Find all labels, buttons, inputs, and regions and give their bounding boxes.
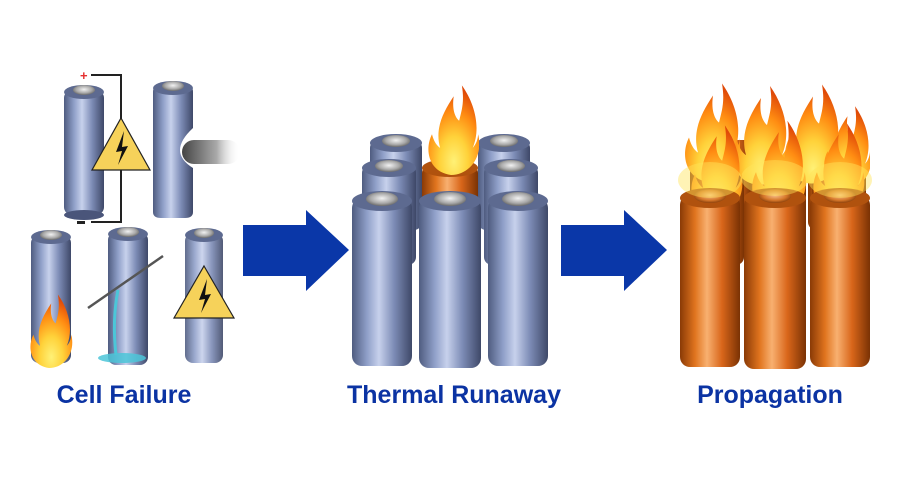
battery-cell-nail <box>87 227 164 365</box>
arrow-right-icon <box>561 210 667 291</box>
flame-icon <box>428 85 479 175</box>
crushing-rod <box>182 140 240 164</box>
stage-label-thermal-runaway: Thermal Runaway <box>347 381 561 409</box>
battery-cell <box>419 191 481 368</box>
battery-cell-crush <box>153 81 240 218</box>
stage-label-propagation: Propagation <box>697 381 843 409</box>
battery-cell <box>488 191 548 366</box>
battery-cell-overheat <box>30 230 73 368</box>
negative-terminal-mark <box>77 221 85 224</box>
cell-failure-group: + <box>30 68 240 368</box>
battery-cell-burning <box>680 188 740 367</box>
positive-terminal-mark: + <box>80 68 88 83</box>
battery-cell-internal <box>172 228 236 363</box>
stage-label-cell-failure: Cell Failure <box>56 381 192 409</box>
arrow-right-icon <box>243 210 349 291</box>
propagation-group <box>678 83 872 369</box>
thermal-runaway-group <box>352 85 548 368</box>
battery-cell-short <box>64 85 104 220</box>
battery-cell <box>352 191 412 366</box>
battery-cell-burning <box>744 188 806 369</box>
battery-cell-burning <box>810 188 870 367</box>
warning-icon <box>90 116 152 171</box>
leak-puddle <box>98 353 146 363</box>
nail-icon <box>87 254 164 310</box>
